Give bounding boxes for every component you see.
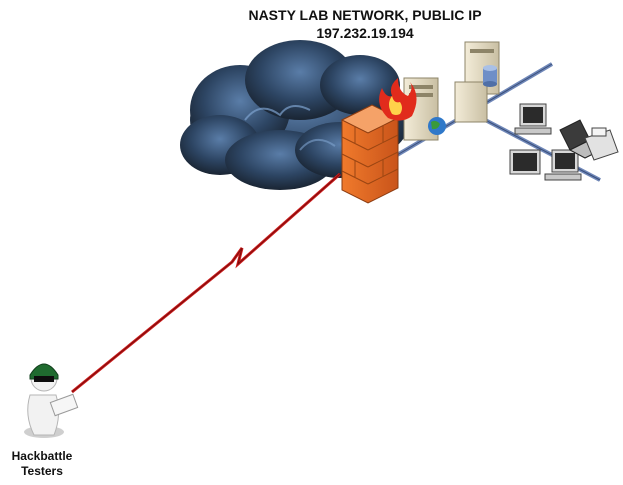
diagram-title: NASTY LAB NETWORK, PUBLIC IP bbox=[248, 7, 482, 23]
flame-icon bbox=[379, 78, 417, 121]
cloud-icon bbox=[180, 40, 410, 190]
fax-icon bbox=[584, 127, 619, 161]
lightning-bolt-icon bbox=[71, 172, 341, 394]
hacker-icon bbox=[24, 363, 79, 438]
hacker-caption-line2: Testers bbox=[21, 464, 63, 478]
database-icon bbox=[483, 65, 497, 87]
workstation-icon bbox=[509, 103, 582, 181]
firewall-icon bbox=[340, 104, 400, 204]
hacker-caption-line1: Hackbattle bbox=[11, 449, 73, 463]
public-ip-label: 197.232.19.194 bbox=[316, 25, 414, 41]
globe-icon bbox=[428, 117, 446, 135]
